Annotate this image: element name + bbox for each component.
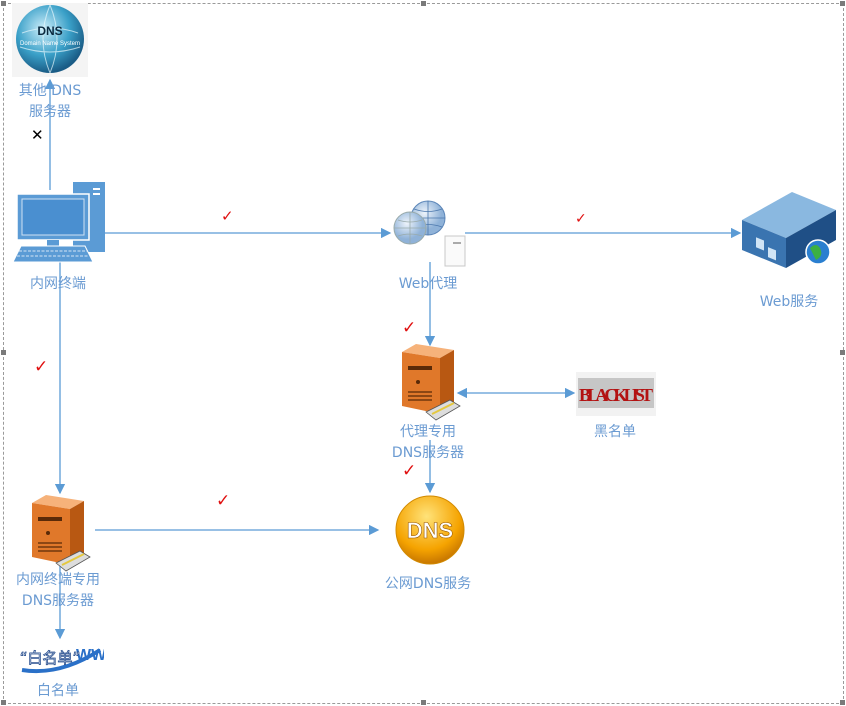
resize-handle[interactable] — [840, 1, 845, 6]
resize-handle[interactable] — [421, 1, 426, 6]
web-server-icon — [742, 192, 836, 268]
resize-handle[interactable] — [840, 350, 845, 355]
public-dns-icon: DNS — [395, 495, 465, 565]
allowed-check-icon: ✓ — [221, 207, 234, 225]
allowed-check-icon: ✓ — [402, 461, 417, 481]
resize-handle[interactable] — [1, 700, 6, 705]
terminal-dns-server-icon — [32, 495, 91, 572]
blacklist-label: 黑名单 — [594, 424, 636, 440]
public-dns-label: 公网DNS服务 — [384, 576, 472, 592]
allowed-check-icon: ✓ — [216, 491, 231, 511]
resize-handle[interactable] — [1, 350, 6, 355]
resize-handle[interactable] — [840, 700, 845, 705]
svg-text:WW: WW — [76, 647, 104, 664]
allowed-check-icon: ✓ — [575, 211, 587, 227]
svg-text:DNS: DNS — [407, 518, 453, 543]
svg-text:“白名单”: “白名单” — [20, 649, 81, 667]
whitelist-icon: WW “白名单” — [19, 647, 104, 674]
svg-text:Domain Name System: Domain Name System — [20, 41, 80, 47]
blocked-icon: ✕ — [31, 126, 44, 144]
dns-globe-icon: DNS Domain Name System — [12, 3, 88, 77]
blacklist-icon: BLACKLIST — [576, 372, 656, 416]
web-proxy-label: Web代理 — [398, 276, 458, 292]
whitelist-label: 白名单 — [37, 683, 79, 699]
computer-icon — [13, 182, 105, 263]
web-service-label: Web服务 — [759, 294, 819, 310]
terminal-label: 内网终端 — [30, 276, 86, 292]
allowed-check-icon: ✓ — [402, 318, 417, 338]
proxy-dns-server-icon — [402, 344, 461, 421]
resize-handle[interactable] — [1, 1, 6, 6]
allowed-check-icon: ✓ — [34, 357, 49, 377]
svg-text:BLACKLIST: BLACKLIST — [579, 385, 653, 405]
svg-text:DNS: DNS — [37, 24, 62, 38]
web-proxy-icon — [393, 200, 466, 267]
resize-handle[interactable] — [421, 700, 426, 705]
